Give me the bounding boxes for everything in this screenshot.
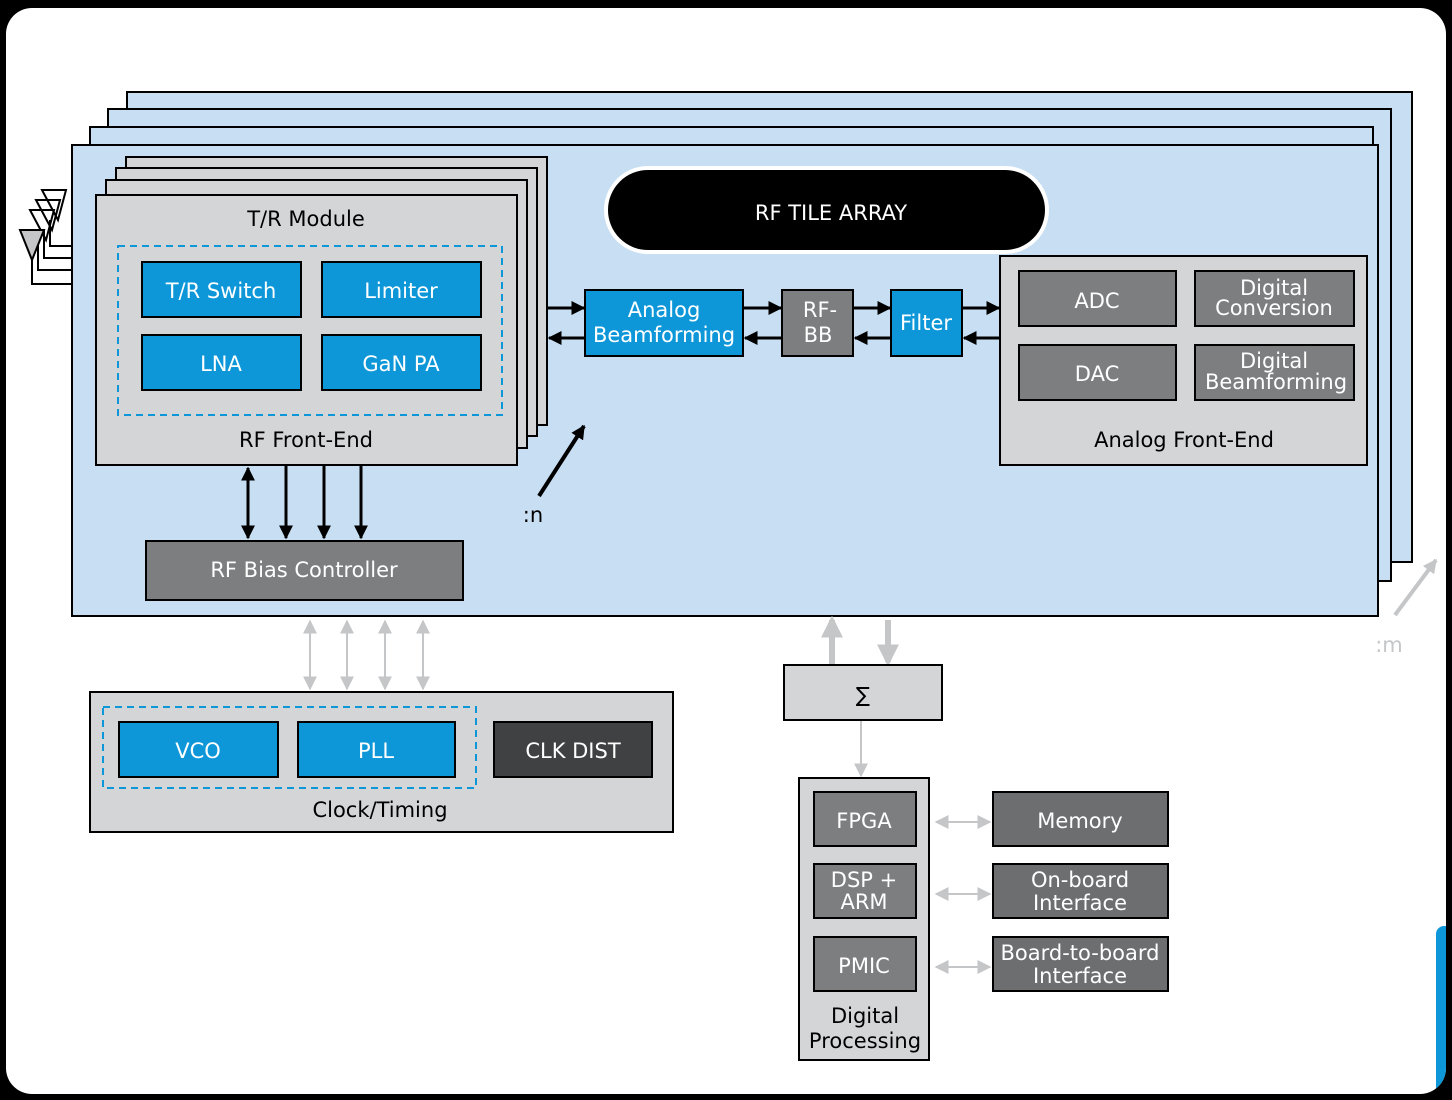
digital-processing-label-1: Digital	[831, 1004, 899, 1028]
filter-label: Filter	[900, 311, 952, 335]
dsp-label-2: ARM	[840, 890, 887, 914]
digital-processing-label-2: Processing	[809, 1029, 921, 1053]
digital-arrows	[934, 815, 992, 974]
b2b-label-1: Board-to-board	[1001, 941, 1160, 965]
vco-label: VCO	[175, 739, 221, 763]
tr-module-title: T/R Module	[246, 207, 365, 231]
gan-pa-label: GaN PA	[362, 352, 440, 376]
limiter-label: Limiter	[364, 279, 438, 303]
pmic-label: PMIC	[838, 954, 890, 978]
rf-tile-array-diagram: RF TILE ARRAY T/R Module T/R Switch Limi…	[18, 91, 1438, 1061]
clk-dist-block	[493, 721, 653, 778]
vco-block	[118, 721, 279, 778]
pll-label: PLL	[358, 739, 394, 763]
dac-block	[1018, 344, 1177, 401]
pll-block	[297, 721, 456, 778]
analog-beamforming-block	[584, 289, 744, 357]
bias-arrows	[241, 466, 368, 540]
title-pill	[604, 166, 1049, 254]
antenna-icon	[18, 189, 72, 285]
clock-arrows	[303, 619, 430, 691]
fpga-block	[813, 791, 917, 847]
analog-front-end-label: Analog Front-End	[1094, 428, 1274, 452]
signal-arrows	[547, 301, 1001, 345]
tr-switch-block	[141, 261, 302, 318]
rf-bb-label-2: BB	[804, 323, 833, 347]
digital-beamforming-label-1: Digital	[1240, 349, 1308, 373]
rf-front-end-label: RF Front-End	[239, 428, 373, 452]
filter-block	[890, 289, 963, 357]
dac-label: DAC	[1075, 362, 1119, 386]
digital-processing: FPGA DSP + ARM PMIC Digital Processing	[798, 777, 930, 1061]
limiter-block	[321, 261, 482, 318]
gan-pa-block	[321, 334, 482, 391]
digital-conversion-label-2: Conversion	[1215, 296, 1333, 320]
adc-label: ADC	[1074, 289, 1119, 313]
pmic-block	[813, 936, 917, 992]
rf-bias-controller-label: RF Bias Controller	[210, 558, 398, 582]
digital-beamforming-block	[1194, 344, 1355, 401]
sum-arrows	[821, 615, 899, 778]
analog-front-end: ADC Digital Conversion DAC Digital Beamf…	[999, 255, 1368, 466]
onboard-label-1: On-board	[1031, 868, 1129, 892]
sum-block	[783, 664, 943, 721]
diagram-card: RF TILE ARRAY T/R Module T/R Switch Limi…	[6, 8, 1446, 1094]
memory-block	[992, 791, 1169, 847]
m-label: :m	[1375, 633, 1403, 657]
adc-block	[1018, 270, 1177, 327]
tr-module-group	[117, 245, 503, 416]
analog-beamforming-label-2: Beamforming	[593, 323, 735, 347]
rf-bb-block	[781, 289, 854, 357]
lna-block	[141, 334, 302, 391]
rf-bias-controller-block	[145, 540, 464, 601]
memory-label: Memory	[1037, 809, 1122, 833]
dsp-label-1: DSP +	[831, 868, 897, 892]
page-title: RF TILE ARRAY	[755, 201, 907, 225]
clock-timing: VCO PLL CLK DIST Clock/Timing	[89, 691, 674, 833]
digital-beamforming-label-2: Beamforming	[1205, 370, 1347, 394]
b2b-interface-block	[992, 936, 1169, 992]
m-arrow	[1393, 558, 1438, 617]
dsp-arm-block	[813, 863, 917, 919]
tr-switch-label: T/R Switch	[165, 279, 277, 303]
clock-group	[102, 706, 477, 789]
clock-timing-label: Clock/Timing	[312, 798, 447, 822]
b2b-label-2: Interface	[1033, 964, 1127, 988]
onboard-label-2: Interface	[1033, 891, 1127, 915]
fpga-label: FPGA	[836, 809, 892, 833]
analog-beamforming-label-1: Analog	[628, 298, 701, 322]
digital-conversion-block	[1194, 270, 1355, 327]
n-arrow	[537, 424, 586, 498]
onboard-interface-block	[992, 863, 1169, 919]
sum-symbol: ∑	[856, 683, 870, 707]
clk-dist-label: CLK DIST	[525, 739, 621, 763]
tr-module: T/R Module T/R Switch Limiter LNA GaN PA…	[95, 156, 548, 466]
lna-label: LNA	[200, 352, 242, 376]
rf-bb-label-1: RF-	[803, 298, 837, 322]
n-label: :n	[523, 503, 543, 527]
digital-conversion-label-1: Digital	[1240, 276, 1308, 300]
edge-accent	[1436, 926, 1446, 1094]
